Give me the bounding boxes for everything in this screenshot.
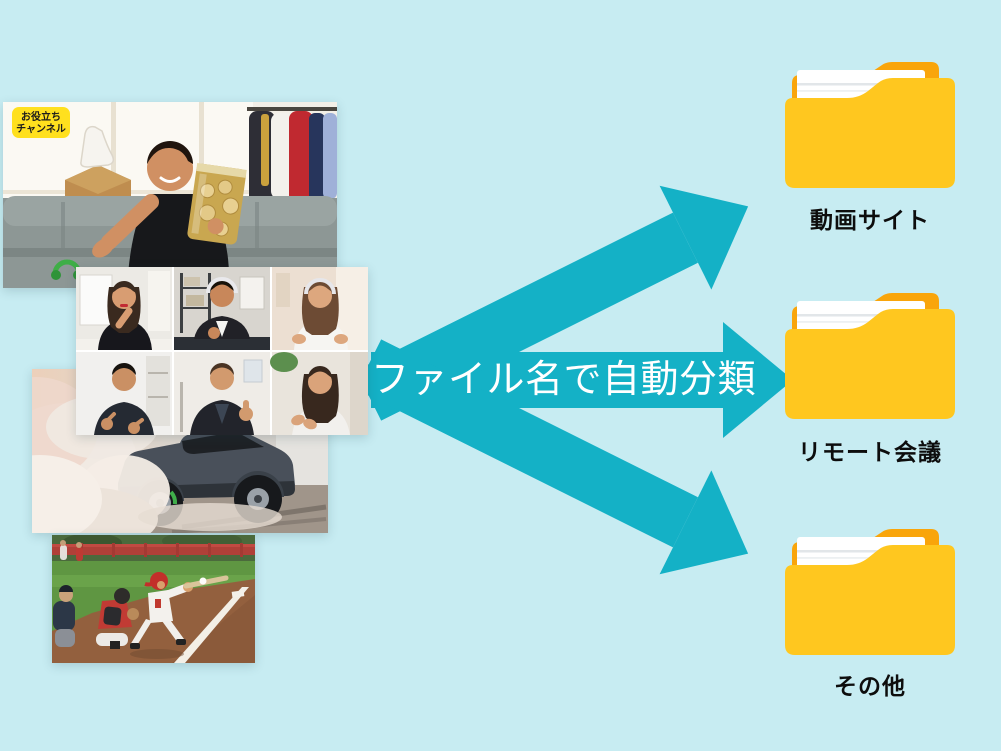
folder-icon-remote-meeting: [785, 293, 955, 423]
batter: [130, 572, 229, 649]
clothes-rack: [247, 107, 337, 205]
folder-icon-video-sites: [785, 62, 955, 192]
call-cell-5: [174, 352, 270, 435]
remote-meeting-photo: [76, 267, 368, 435]
folder-label-video-sites: 動画サイト: [810, 207, 930, 233]
umpire: [53, 585, 75, 647]
channel-badge: お役立ち チャンネル: [12, 107, 70, 138]
call-cell-3: [272, 267, 368, 350]
catcher: [96, 588, 139, 649]
foul-line: [174, 587, 249, 663]
drift-car-photo: [32, 369, 328, 533]
arrow-up: [356, 185, 749, 421]
folder-icon-other: [785, 529, 955, 659]
svg-text:お役立ち: お役立ち: [21, 110, 61, 123]
arrow-down: [356, 339, 749, 575]
call-cell-1: [76, 267, 172, 350]
snack-bag: [187, 163, 247, 245]
svg-text:チャンネル: チャンネル: [16, 123, 66, 135]
smoke-front: [32, 455, 282, 533]
base: [231, 590, 245, 598]
center-arrow-label: ファイル名で自動分類: [371, 359, 757, 401]
folder-label-other: その他: [834, 673, 906, 699]
baseball-ball: [199, 577, 207, 585]
vlog-video-photo: お役立ち チャンネル: [3, 102, 337, 288]
call-cell-6: [270, 352, 368, 435]
background-players: [60, 540, 83, 561]
call-cell-4: [76, 352, 172, 435]
baseball-photo: [52, 535, 255, 663]
call-cell-2: [174, 267, 270, 350]
sneaker: [80, 125, 115, 168]
folder-label-remote-meeting: リモート会議: [798, 439, 942, 465]
